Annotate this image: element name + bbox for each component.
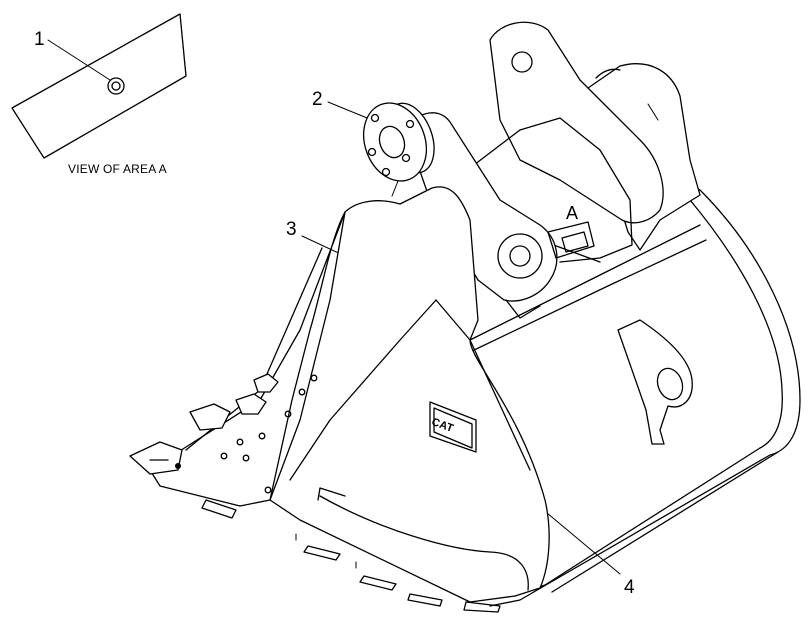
callout-2: 2 — [312, 89, 323, 110]
front-link-boss-outer — [497, 233, 543, 279]
area-a-marker — [547, 221, 595, 259]
leader-1 — [47, 39, 111, 81]
tooth-2 — [189, 403, 231, 431]
bucket-teeth — [129, 373, 279, 475]
bucket-shell — [469, 147, 801, 607]
wear-strips — [201, 499, 501, 613]
area-a-label: A — [566, 203, 579, 223]
pin-assembly — [363, 102, 435, 182]
lug-hole — [656, 367, 684, 401]
front-link — [404, 112, 558, 319]
link-pin-hole-top — [511, 51, 533, 73]
leader-2 — [327, 101, 373, 121]
inset-panel — [11, 13, 187, 159]
bucket-side-plate — [269, 186, 550, 603]
cat-logo-plate — [429, 401, 477, 453]
callout-1: 1 — [34, 29, 45, 50]
view-area-label: VIEW OF AREA A — [68, 162, 167, 176]
inset-fitting-inner — [111, 81, 121, 91]
tooth-1 — [129, 441, 183, 475]
tooth-4 — [253, 373, 279, 393]
front-link-pin-hole — [509, 245, 531, 267]
inset-fitting-outer — [107, 77, 125, 95]
callout-4: 4 — [624, 577, 635, 598]
tooth-3 — [235, 393, 267, 415]
callout-3: 3 — [286, 219, 297, 240]
lifting-lug — [617, 319, 693, 445]
